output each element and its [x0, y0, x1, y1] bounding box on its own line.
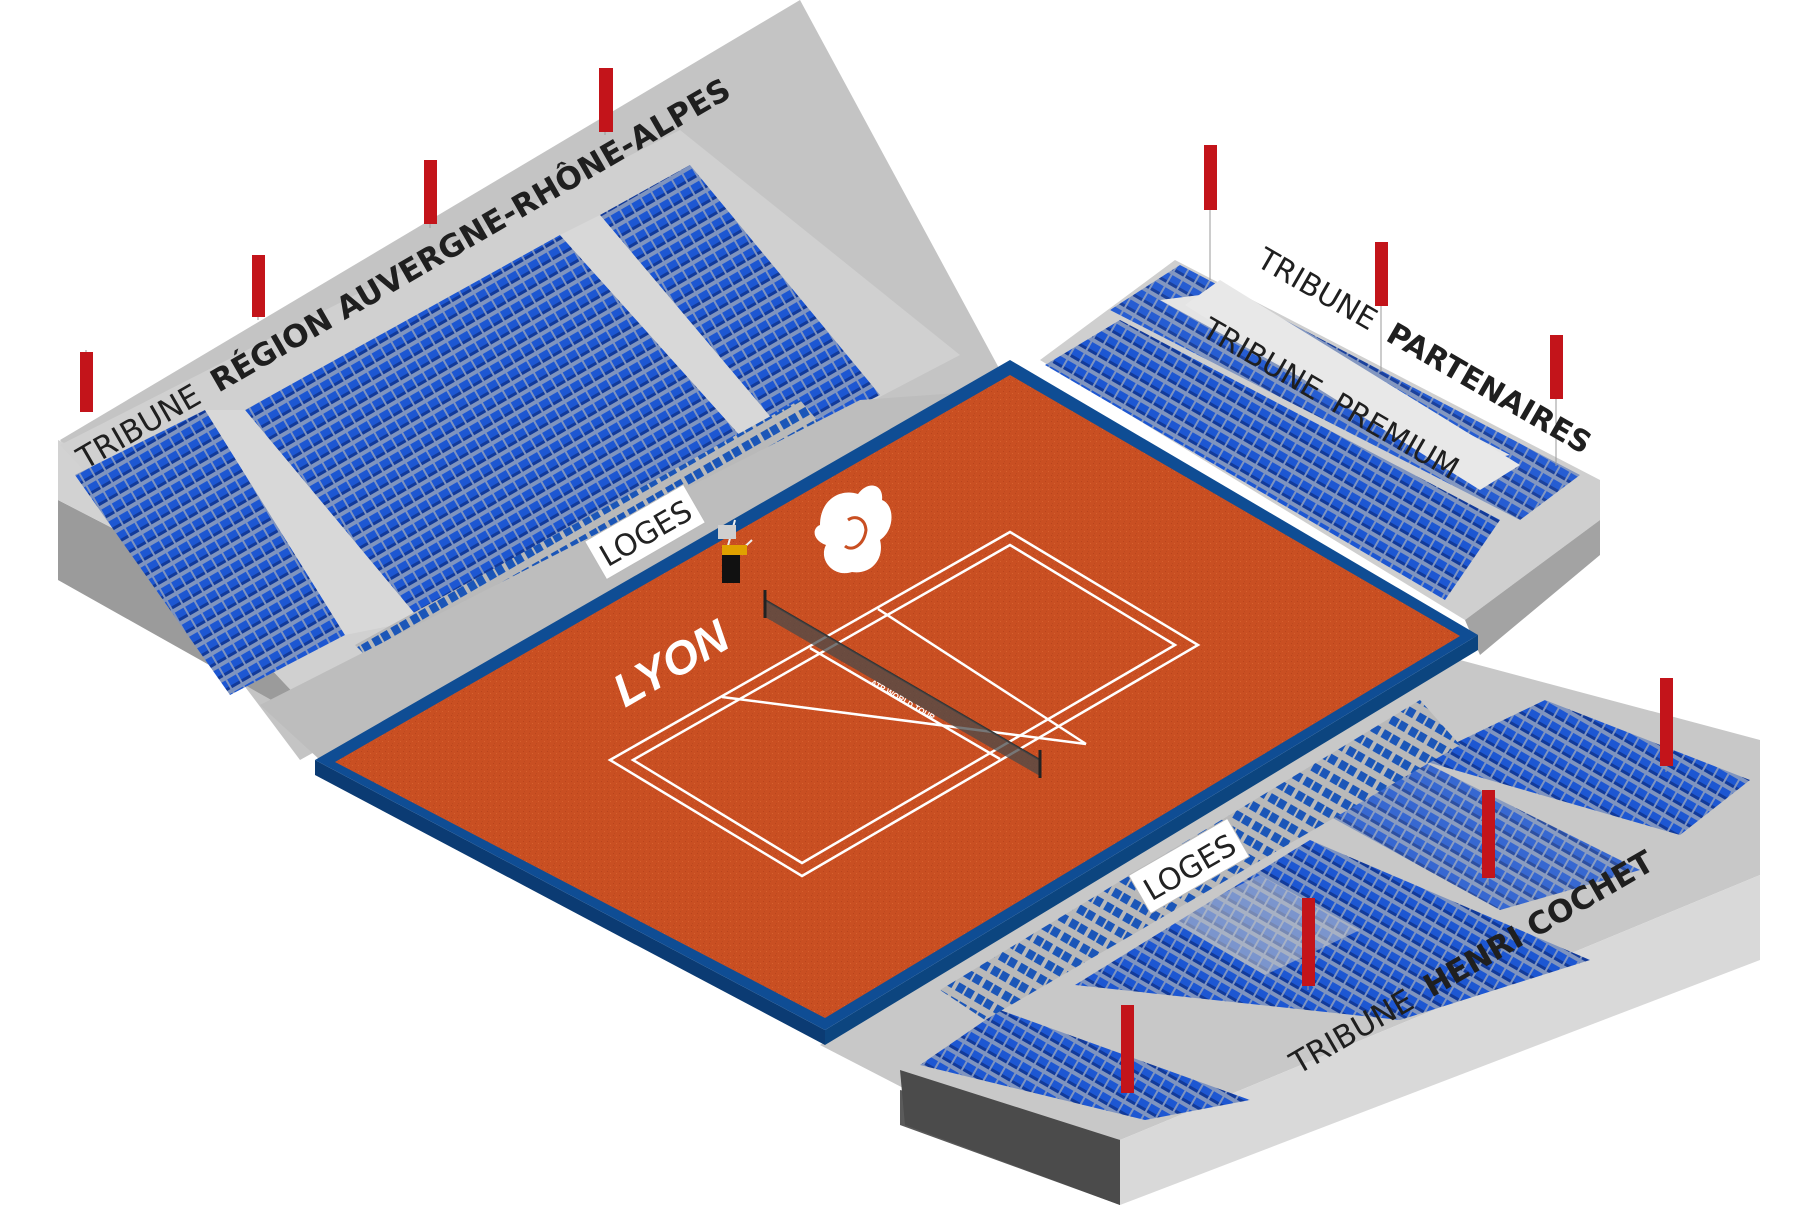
loges-left-tag-bg — [583, 483, 707, 581]
flag-icon — [1302, 898, 1315, 990]
service-line-far — [877, 607, 1087, 746]
flag-icon — [1121, 1005, 1134, 1093]
flag-icon — [252, 255, 265, 320]
court-singles-line — [630, 543, 1178, 865]
flag-icon — [80, 350, 93, 412]
court-lines — [607, 530, 1201, 878]
flag-icon — [1375, 242, 1388, 372]
court-outer-line — [607, 530, 1201, 878]
premium-seats[interactable] — [1045, 320, 1500, 600]
flag-icon — [1660, 678, 1673, 772]
service-line-near — [721, 695, 1087, 746]
region-seat-block-1[interactable] — [75, 410, 345, 695]
flag-icon — [599, 68, 613, 135]
court-surface — [335, 375, 1460, 1018]
clay-court[interactable]: ATP WORLD TOUR LYON — [315, 360, 1478, 1045]
loges-right-tag-bg — [1127, 817, 1251, 915]
court-edge-front-left — [315, 760, 825, 1045]
henri-front-face — [1120, 875, 1760, 1205]
flag-icon — [1550, 335, 1563, 466]
court-edge-front-right — [825, 635, 1478, 1045]
henri-dark-side — [900, 1070, 1120, 1205]
flag-icon — [424, 160, 437, 228]
lion-head-icon — [814, 485, 892, 574]
chair-seat — [722, 545, 747, 555]
region-aisle-1 — [205, 410, 420, 635]
region-seat-block-3[interactable] — [600, 165, 880, 440]
premium-banner — [1185, 280, 1520, 490]
region-aisle-2 — [560, 215, 790, 480]
umpire-chair-icon — [718, 519, 753, 583]
flag-icon — [1482, 790, 1495, 885]
henri-seat-block-1[interactable] — [920, 1010, 1250, 1120]
chair-base — [722, 553, 740, 583]
center-service-line — [809, 646, 1001, 761]
net-mesh — [765, 600, 1040, 776]
flags — [80, 68, 1673, 1093]
partenaires-side — [1465, 520, 1600, 655]
henri-seat-block-4[interactable] — [1300, 760, 1640, 910]
flag-icon — [1204, 145, 1217, 280]
chair-back — [718, 525, 736, 539]
henri-seat-block-3[interactable] — [1420, 700, 1750, 835]
